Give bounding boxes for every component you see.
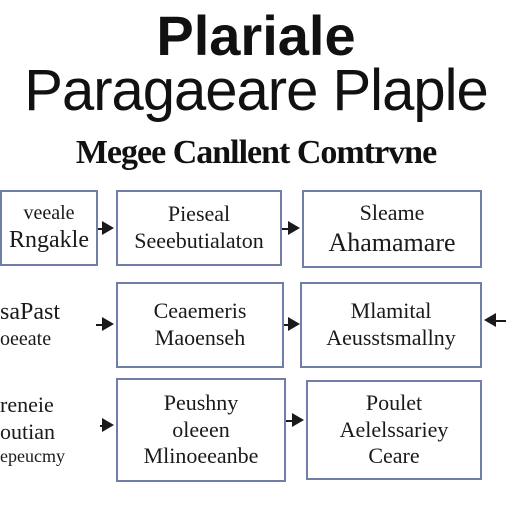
diagram-caption: Megee Canllent Comtrvne [75, 134, 437, 171]
connector-line [284, 324, 288, 326]
flow-box-r2c2: Ceaemeris Maoenseh [116, 282, 284, 368]
arrow-left-icon [484, 313, 496, 327]
box-text: Rngakle [9, 226, 89, 253]
arrow-right-icon [288, 317, 300, 331]
box-text: Ceare [368, 443, 420, 469]
box-text: Ahamamare [328, 227, 456, 257]
diagram-title: Plariale [156, 4, 356, 67]
box-text: outian [0, 419, 55, 445]
arrow-right-icon [292, 413, 304, 427]
box-text: reneie [0, 392, 54, 418]
flow-box-r3c2: Peushny oleeen Mlinoeeanbe [116, 378, 286, 482]
box-text: epeucmy [0, 445, 65, 466]
diagram-subtitle: Paragaeare Plaple [24, 58, 488, 123]
box-text: Aelelssariey [339, 416, 449, 442]
connector-line [98, 228, 104, 230]
flow-box-r1c2: Pieseal Seeebutialaton [116, 190, 282, 266]
box-text: Pieseal [167, 201, 231, 227]
box-text: Peushny [163, 389, 239, 415]
box-text: oleeen [172, 416, 230, 442]
box-text: Ceaemeris [153, 298, 247, 324]
connector-line [496, 320, 506, 322]
flow-box-r3c1: reneie outian epeucmy [0, 378, 100, 482]
box-text: oeeate [0, 328, 52, 351]
box-text: Aeusstsmallny [326, 325, 456, 350]
box-text: Sleame [359, 199, 425, 225]
box-text: veeale [23, 202, 75, 225]
arrow-right-icon [102, 317, 114, 331]
arrow-right-icon [102, 221, 114, 235]
arrow-right-icon [102, 418, 114, 432]
connector-line [286, 420, 294, 422]
flow-box-r1c1: veeale Rngakle [0, 190, 98, 266]
box-text: Mlinoeeanbe [143, 443, 259, 469]
box-text: Mlamital [350, 298, 432, 324]
connector-line [282, 228, 290, 230]
flow-box-r3c3: Poulet Aelelssariey Ceare [306, 380, 482, 480]
flow-box-r2c1: saPast oeeate [0, 282, 96, 368]
box-text: Seeebutialaton [134, 228, 264, 253]
box-text: saPast [0, 299, 60, 326]
arrow-right-icon [288, 221, 300, 235]
connector-line [96, 324, 104, 326]
flow-box-r2c3: Mlamital Aeusstsmallny [300, 282, 482, 368]
box-text: Poulet [365, 389, 423, 415]
box-text: Maoenseh [154, 325, 246, 350]
flow-box-r1c3: Sleame Ahamamare [302, 190, 482, 268]
